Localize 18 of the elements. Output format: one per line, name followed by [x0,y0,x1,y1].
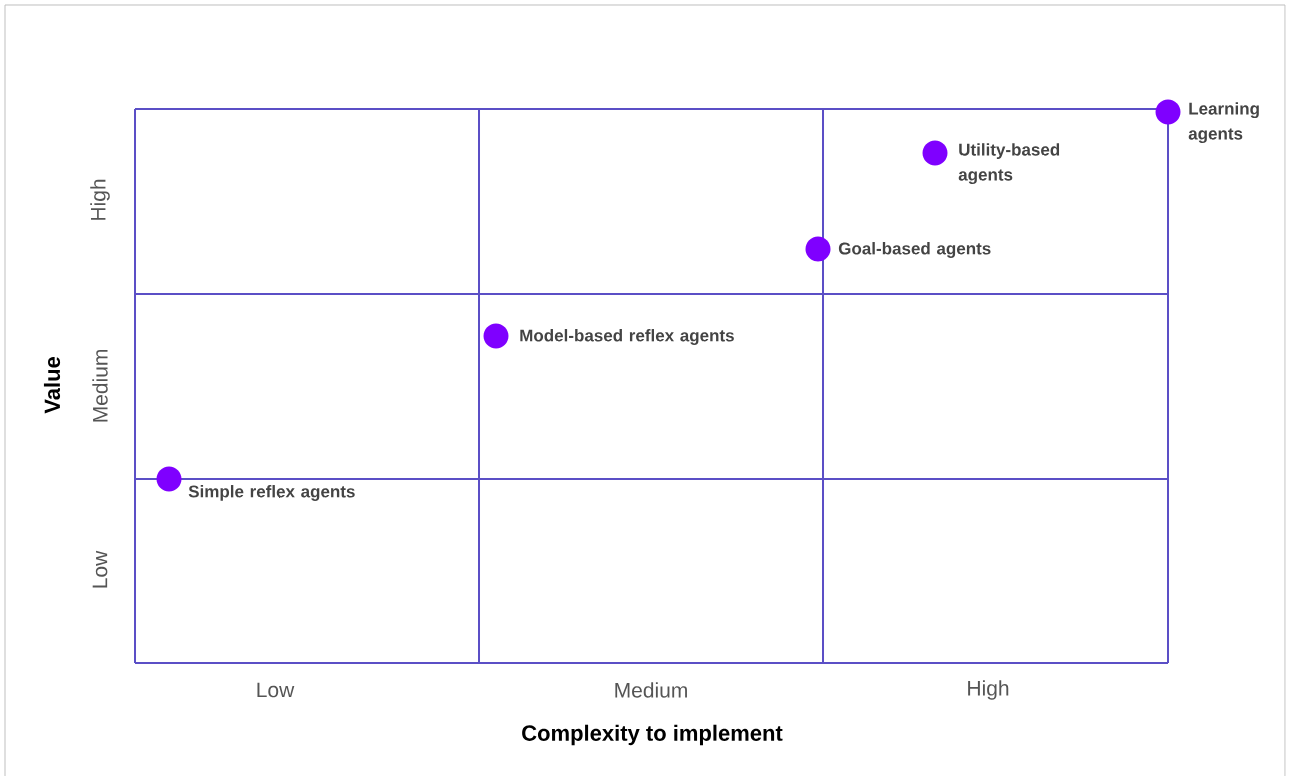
dot [483,323,509,349]
dot [922,140,948,166]
point-label: Simple reflex agents [188,485,355,501]
point-label: Learning agents [1188,102,1259,144]
point-label: Model-based reflex agents [520,329,734,345]
axis-title: Complexity to implement [522,724,783,746]
point-label: Utility-based agents [958,143,1060,185]
dot [1155,99,1181,125]
dot [805,236,831,262]
axis-tick-label: Medium [615,682,687,698]
axis-tick-label: Medium [92,350,108,422]
point-label: Goal-based agents [838,242,991,258]
axis-tick-label: Low [92,550,108,588]
axis-tick-label: Low [257,682,295,698]
axis-tick-label: High [968,680,1009,700]
dot [156,466,182,492]
axis-tick-label: High [90,179,110,220]
axis-title: Value [43,357,61,414]
